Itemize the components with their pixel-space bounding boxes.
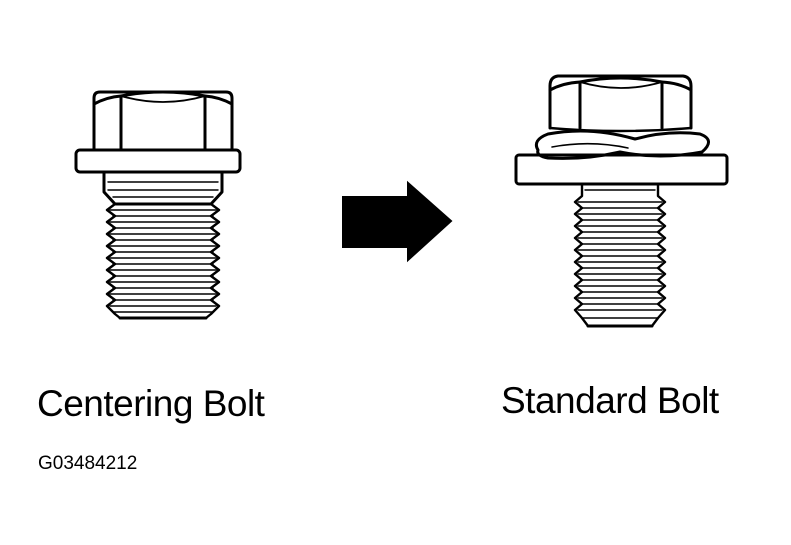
centering-bolt-drawing bbox=[74, 90, 242, 320]
figure-code: G03484212 bbox=[38, 453, 138, 474]
centering-bolt-thread-lines bbox=[109, 209, 217, 313]
arrow-right-icon bbox=[342, 180, 453, 263]
standard-bolt-flat-washer bbox=[514, 153, 729, 186]
standard-bolt-spring-washer bbox=[534, 129, 710, 160]
standard-bolt-head bbox=[548, 74, 693, 133]
centering-bolt-label: Centering Bolt bbox=[37, 383, 265, 424]
standard-bolt-label: Standard Bolt bbox=[501, 380, 719, 421]
centering-bolt-threads bbox=[105, 202, 221, 320]
centering-bolt-collar bbox=[102, 170, 224, 206]
standard-bolt-threads bbox=[573, 182, 667, 328]
standard-bolt-drawing bbox=[514, 74, 729, 328]
standard-bolt-thread-lines bbox=[577, 189, 663, 319]
centering-bolt-head bbox=[92, 90, 234, 152]
centering-bolt-flange bbox=[74, 148, 242, 174]
